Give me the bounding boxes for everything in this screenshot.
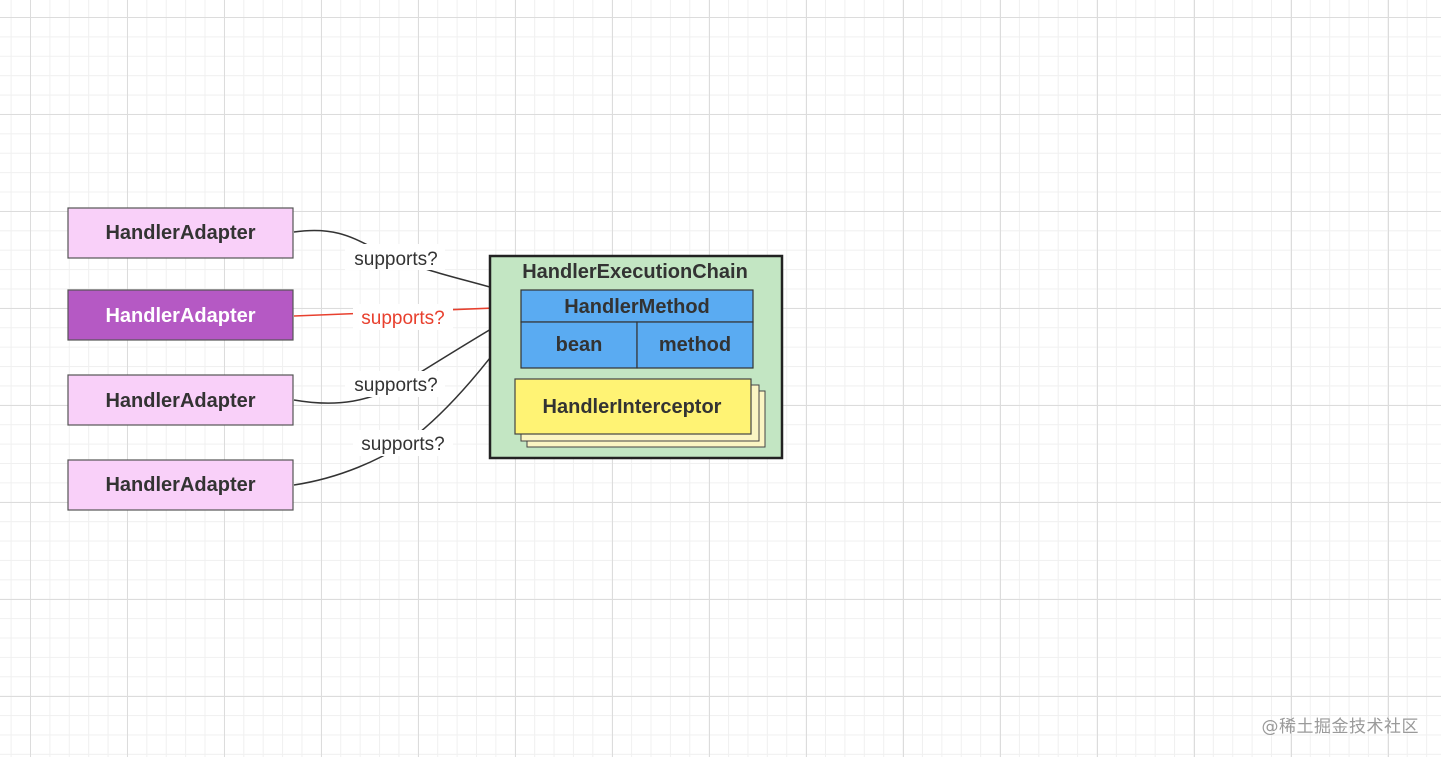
method-cell[interactable] bbox=[636, 321, 754, 369]
watermark-text: @稀土掘金技术社区 bbox=[1261, 717, 1419, 737]
edge-1-label-bg bbox=[345, 244, 445, 270]
edge-4-line bbox=[293, 317, 521, 486]
method-cell-label: method bbox=[659, 334, 731, 356]
execution-chain-title: HandlerExecutionChain bbox=[522, 261, 748, 283]
adapter-node-4-label: HandlerAdapter bbox=[105, 474, 255, 496]
adapter-node-1-label: HandlerAdapter bbox=[105, 222, 255, 244]
handler-method-node[interactable]: HandlerMethod bean method bbox=[520, 289, 754, 369]
bean-cell-label: bean bbox=[556, 334, 603, 356]
handler-method-title: HandlerMethod bbox=[564, 296, 710, 318]
adapter-node-3-label: HandlerAdapter bbox=[105, 390, 255, 412]
edge-3-label-bg bbox=[345, 371, 445, 397]
adapter-node-4[interactable]: HandlerAdapter bbox=[67, 459, 294, 511]
edge-3-label: supports? bbox=[354, 375, 437, 396]
adapter-node-3[interactable]: HandlerAdapter bbox=[67, 374, 294, 426]
adapter-node-2-selected[interactable]: HandlerAdapter bbox=[67, 289, 294, 341]
handler-interceptor-stack[interactable]: HandlerInterceptor bbox=[514, 378, 766, 448]
edge-1-label: supports? bbox=[354, 249, 437, 270]
edge-4-label: supports? bbox=[361, 434, 444, 455]
edge-4-label-bg bbox=[353, 430, 453, 456]
adapter-node-2-label: HandlerAdapter bbox=[105, 305, 255, 327]
edge-2-label-bg bbox=[353, 304, 453, 330]
edge-2-label: supports? bbox=[361, 308, 444, 329]
execution-chain-node[interactable]: HandlerExecutionChain HandlerMethod bean… bbox=[488, 254, 784, 460]
adapter-node-1[interactable]: HandlerAdapter bbox=[67, 207, 294, 259]
handler-interceptor-label: HandlerInterceptor bbox=[543, 396, 722, 418]
